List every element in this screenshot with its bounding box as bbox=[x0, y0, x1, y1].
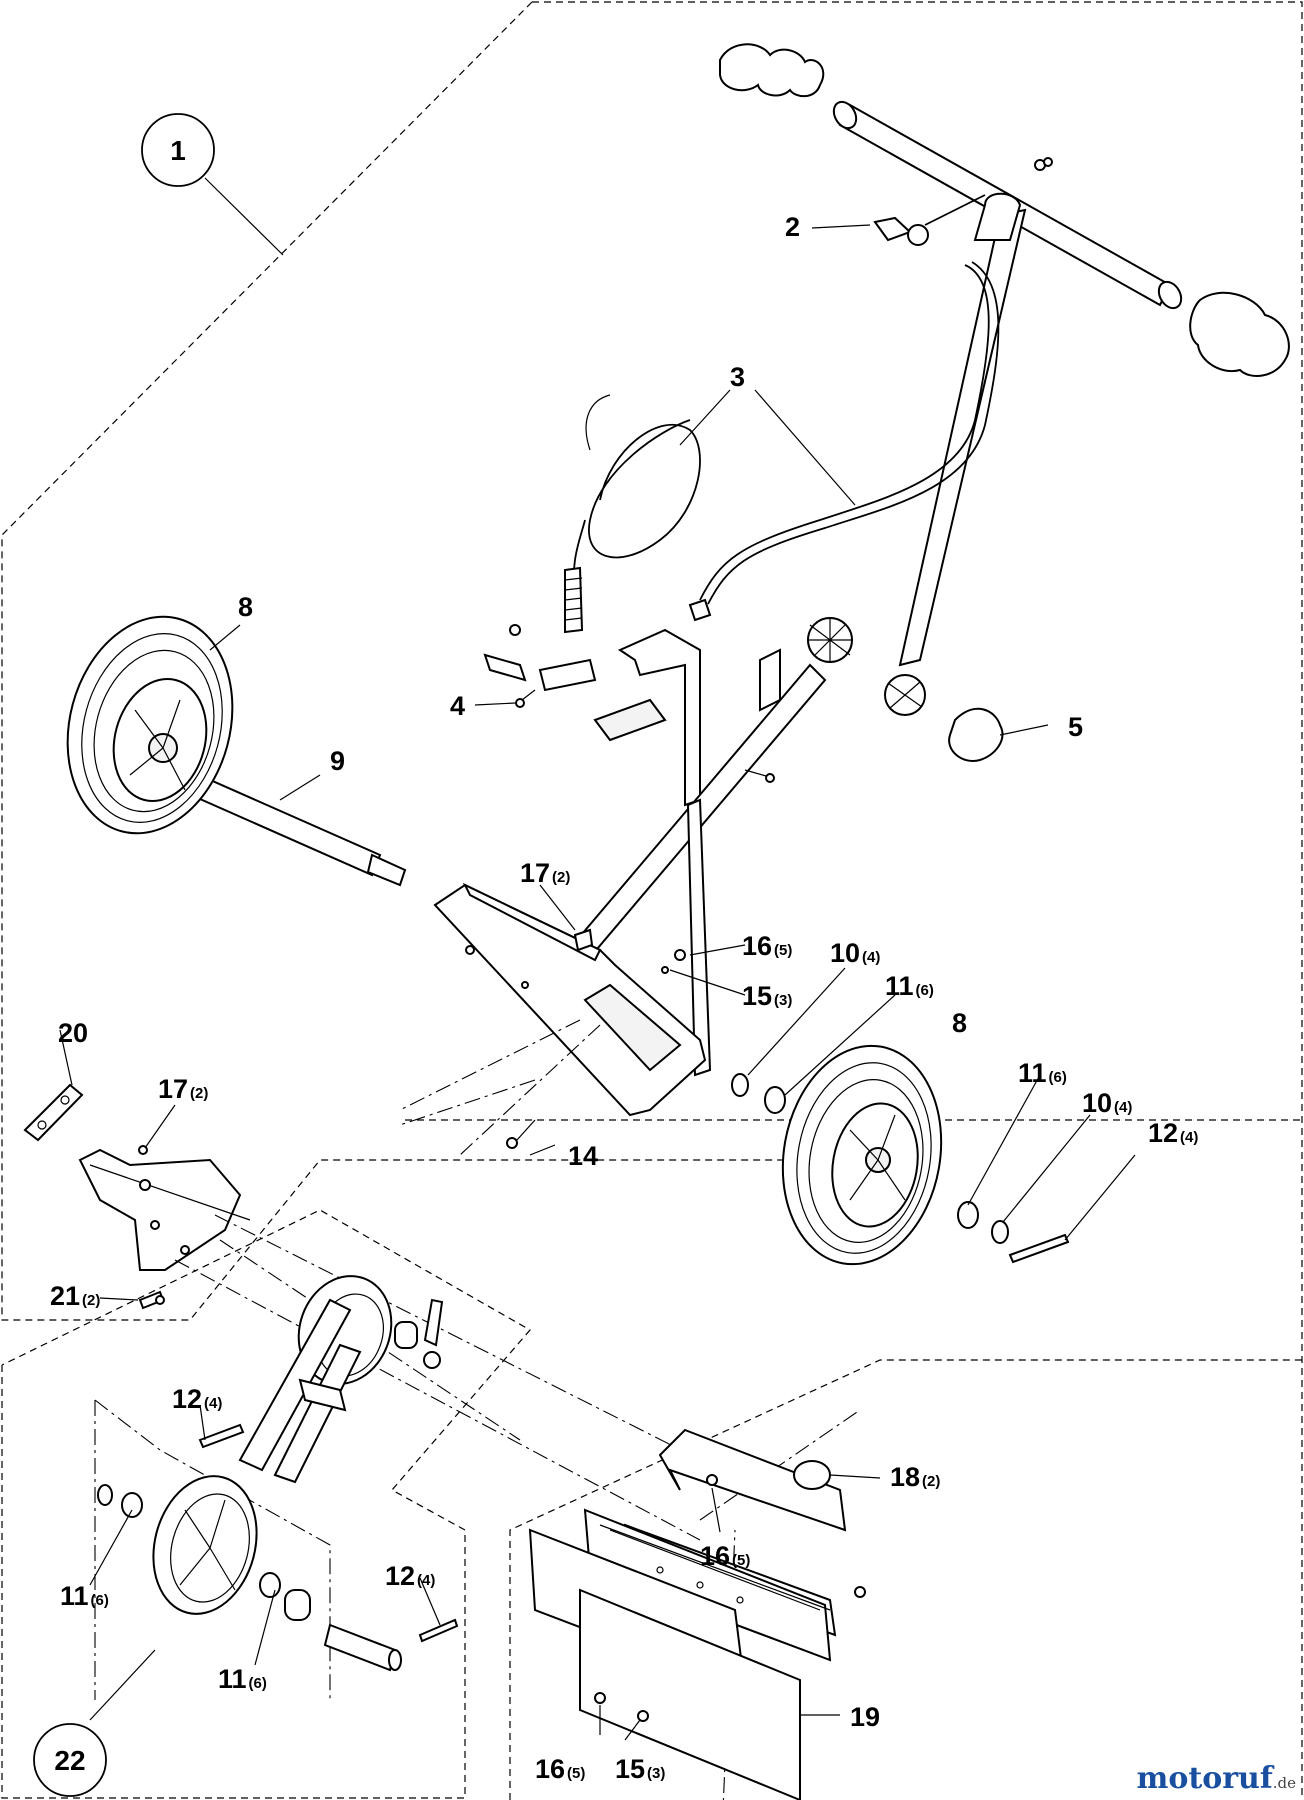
callout-8-left: 8 bbox=[238, 592, 253, 622]
callout-2: 2 bbox=[785, 212, 800, 242]
right-wheel bbox=[781, 1044, 943, 1266]
cable-bracket bbox=[483, 624, 597, 708]
callout-12-gauge-lower: 12(4) bbox=[385, 1561, 435, 1591]
callout-11-gauge-left: 11(6) bbox=[60, 1581, 109, 1611]
leader-lines bbox=[59, 177, 1136, 1741]
watermark-brand: motoruf bbox=[1136, 1761, 1273, 1796]
callout-4: 4 bbox=[450, 691, 465, 721]
callout-12-right: 12(4) bbox=[1148, 1118, 1198, 1148]
callout-19: 19 bbox=[850, 1702, 880, 1732]
scraper-blade-assembly bbox=[528, 1428, 866, 1800]
watermark-domain: .de bbox=[1272, 1774, 1296, 1792]
callout-1: 1 bbox=[170, 135, 186, 166]
callout-15-blade-lower: 15(3) bbox=[615, 1754, 665, 1784]
callout-16-blade-upper: 16(5) bbox=[700, 1541, 750, 1571]
callout-22: 22 bbox=[54, 1745, 85, 1776]
callout-9: 9 bbox=[330, 746, 345, 776]
callout-11-right: 11(6) bbox=[1018, 1058, 1067, 1088]
callout-10-upper: 10(4) bbox=[830, 938, 880, 968]
callout-labels: 1 2 3 4 5 8 9 17(2) 16(5) 15(3) 10(4) 11… bbox=[50, 135, 1198, 1784]
callout-5: 5 bbox=[1068, 712, 1083, 742]
fasteners bbox=[506, 769, 775, 1149]
bracket-assembly bbox=[23, 1083, 251, 1310]
callout-16-blade-lower: 16(5) bbox=[535, 1754, 585, 1784]
callout-15-upper: 15(3) bbox=[742, 981, 792, 1011]
callout-8-right: 8 bbox=[952, 1008, 967, 1038]
callout-20: 20 bbox=[58, 1018, 88, 1048]
control-cable bbox=[564, 261, 1000, 634]
callout-17-upper: 17(2) bbox=[520, 858, 570, 888]
right-washers bbox=[731, 1073, 1070, 1264]
callout-18: 18(2) bbox=[890, 1462, 940, 1492]
group-boundary-22 bbox=[1, 1209, 531, 1799]
callout-17-lower: 17(2) bbox=[158, 1074, 208, 1104]
callout-16-upper: 16(5) bbox=[742, 931, 792, 961]
callout-12-gauge-upper: 12(4) bbox=[172, 1384, 222, 1414]
group-circle-1 bbox=[141, 113, 215, 187]
callout-11-upper: 11(6) bbox=[885, 971, 934, 1001]
control-lever bbox=[873, 157, 1053, 246]
left-wheel bbox=[66, 615, 234, 835]
callout-14: 14 bbox=[568, 1141, 598, 1171]
gauge-wheel-assembly bbox=[97, 1275, 459, 1672]
callout-11-gauge-lower: 11(6) bbox=[218, 1664, 267, 1694]
watermark: motoruf.de bbox=[1137, 1761, 1296, 1796]
group-circle-22 bbox=[33, 1723, 107, 1797]
callout-21: 21(2) bbox=[50, 1281, 100, 1311]
adjustment-gear bbox=[807, 617, 1004, 762]
frame bbox=[433, 628, 827, 1117]
callout-3: 3 bbox=[730, 362, 745, 392]
callout-10-right: 10(4) bbox=[1082, 1088, 1132, 1118]
handle-column bbox=[898, 192, 1027, 667]
